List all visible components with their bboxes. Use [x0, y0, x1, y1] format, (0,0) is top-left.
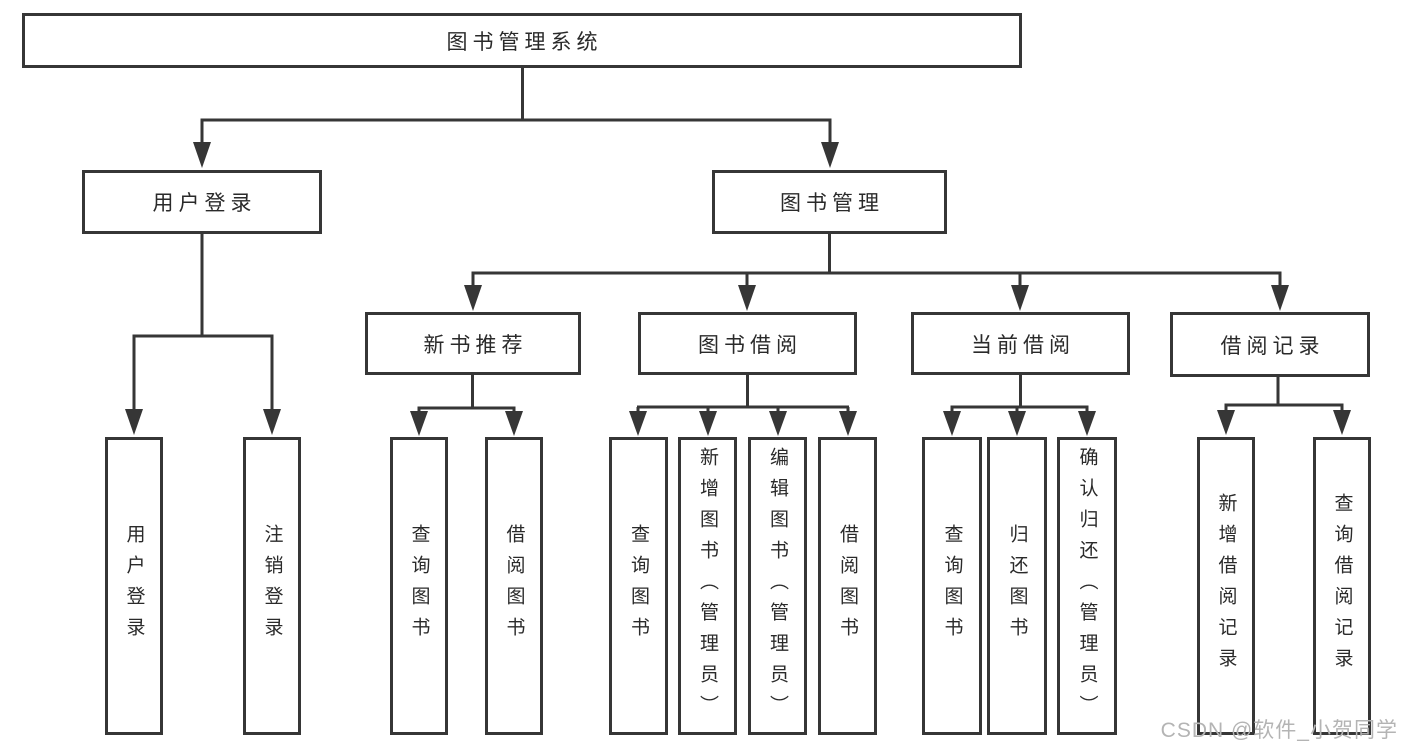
node-current-borrow: 当前借阅 — [911, 312, 1130, 375]
leaf-confirm-return-admin-label: 确认归还（管理员） — [1076, 446, 1098, 726]
connector-current-borrow-to-leaves — [943, 375, 1096, 436]
node-borrow-record: 借阅记录 — [1170, 312, 1370, 377]
node-user-login-label: 用户登录 — [152, 192, 257, 215]
leaf-confirm-return-admin: 确认归还（管理员） — [1057, 437, 1117, 735]
leaf-query-book-recommend: 查询图书 — [390, 437, 448, 735]
connector-book-management-to-level3 — [464, 234, 1289, 311]
leaf-edit-book-admin: 编辑图书（管理员） — [748, 437, 807, 735]
node-new-book-recommend-label: 新书推荐 — [423, 333, 528, 357]
csdn-watermark: CSDN @软件_小贺同学 — [1160, 719, 1398, 742]
leaf-return-book: 归还图书 — [987, 437, 1047, 735]
node-borrow-record-label: 借阅记录 — [1220, 334, 1325, 358]
leaf-return-book-label: 归还图书 — [1006, 524, 1028, 648]
leaf-edit-book-admin-label: 编辑图书（管理员） — [767, 446, 788, 726]
leaf-query-book-current-label: 查询图书 — [941, 524, 963, 648]
leaf-user-login: 用户登录 — [105, 437, 163, 735]
connector-borrow-record-to-leaves — [1217, 375, 1351, 435]
leaf-add-borrow-record-label: 新增借阅记录 — [1215, 493, 1237, 679]
node-book-borrow-label: 图书借阅 — [698, 333, 802, 357]
leaf-add-book-admin: 新增图书（管理员） — [678, 437, 737, 735]
leaf-query-borrow-record: 查询借阅记录 — [1313, 437, 1371, 735]
connector-user-login-to-leaves — [125, 233, 281, 435]
leaf-query-book-borrow-label: 查询图书 — [628, 524, 649, 648]
leaf-borrow-book-recommend-label: 借阅图书 — [503, 524, 525, 648]
leaf-query-borrow-record-label: 查询借阅记录 — [1331, 493, 1353, 679]
leaf-borrow-book-label: 借阅图书 — [837, 524, 858, 648]
leaf-query-book-borrow: 查询图书 — [609, 437, 668, 735]
leaf-logout: 注销登录 — [243, 437, 301, 735]
node-book-management-label: 图书管理 — [780, 192, 884, 215]
node-book-borrow: 图书借阅 — [638, 312, 857, 375]
leaf-query-book-recommend-label: 查询图书 — [408, 524, 430, 648]
node-root-label: 图书管理系统 — [446, 30, 603, 54]
connector-root-to-level2 — [193, 68, 839, 168]
node-root-library-system: 图书管理系统 — [22, 13, 1022, 68]
connector-book-borrow-to-leaves — [629, 375, 857, 436]
node-new-book-recommend: 新书推荐 — [365, 312, 581, 375]
connector-new-book-to-leaves — [410, 375, 523, 436]
leaf-query-book-current: 查询图书 — [922, 437, 982, 735]
leaf-logout-label: 注销登录 — [261, 524, 283, 648]
node-user-login: 用户登录 — [82, 170, 322, 234]
leaf-borrow-book-recommend: 借阅图书 — [485, 437, 543, 735]
leaf-borrow-book: 借阅图书 — [818, 437, 877, 735]
node-book-management: 图书管理 — [712, 170, 947, 234]
node-current-borrow-label: 当前借阅 — [971, 333, 1075, 357]
leaf-user-login-label: 用户登录 — [123, 524, 145, 648]
leaf-add-book-admin-label: 新增图书（管理员） — [697, 446, 718, 726]
leaf-add-borrow-record: 新增借阅记录 — [1197, 437, 1255, 735]
